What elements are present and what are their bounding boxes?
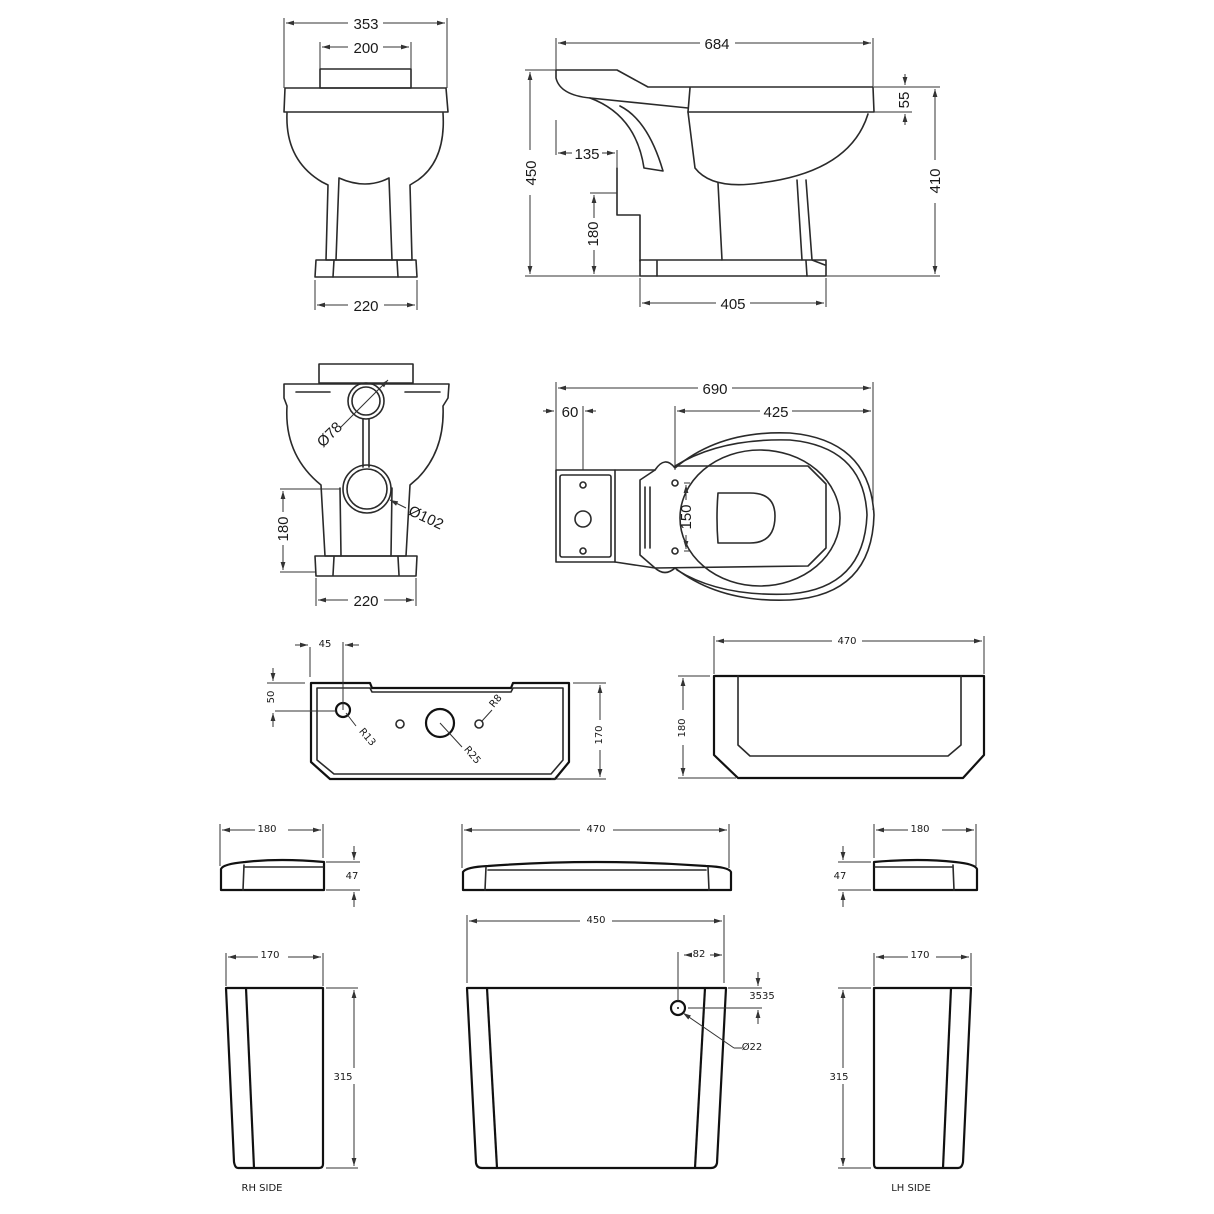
caption-rh-side: RH SIDE xyxy=(242,1183,283,1194)
dim-lever-diameter: Ø22 xyxy=(742,1041,763,1053)
dim-fixing-radius: R8 xyxy=(488,693,505,710)
dim-lever-offset: 82 xyxy=(693,949,706,960)
dim-overall-height: 450 xyxy=(523,160,540,185)
dim-lid-lh-height: 47 xyxy=(834,871,847,882)
side-elevation-view: 684 450 135 180 55 xyxy=(523,36,944,313)
front-elevation-view: 353 200 220 xyxy=(283,16,449,315)
dim-outlet-height: 180 xyxy=(585,221,602,246)
dim-overall-width: 353 xyxy=(353,16,378,33)
caption-lh-side: LH SIDE xyxy=(891,1183,931,1194)
rear-elevation-view: Ø78 Ø102 180 220 xyxy=(275,363,450,610)
dim-rear-outlet-height: 180 xyxy=(275,516,292,541)
dim-lid-rh-depth: 180 xyxy=(257,824,276,835)
cistern-lh-side-view: 170 315 LH SIDE xyxy=(829,950,973,1194)
plan-view: 690 60 425 150 xyxy=(543,381,875,602)
dim-cistern-lh-height: 315 xyxy=(829,1072,848,1083)
dim-plan-length: 690 xyxy=(702,381,727,398)
dim-lever-height: 3535 xyxy=(749,991,774,1002)
dim-base-width: 220 xyxy=(353,298,378,315)
dim-lid-rh-height: 47 xyxy=(346,871,359,882)
dim-cistern-rh-depth: 170 xyxy=(260,950,279,961)
lid-rh-side-view: 180 47 xyxy=(219,824,360,907)
dim-inlet-offset-y: 50 xyxy=(266,691,277,704)
dim-rim-thickness: 55 xyxy=(896,92,913,109)
dim-outlet-diameter: Ø102 xyxy=(406,502,446,533)
dim-cistern-top-width: 470 xyxy=(837,636,856,647)
dim-fixing-centres: 150 xyxy=(678,504,695,529)
cistern-base-plan-view: 45 50 R13 R25 R8 170 xyxy=(266,639,606,781)
dim-lid-width: 470 xyxy=(586,824,605,835)
lid-lh-side-view: 180 47 xyxy=(834,824,979,907)
dim-fixing-to-front: 425 xyxy=(763,404,788,421)
dim-lid-lh-depth: 180 xyxy=(910,824,929,835)
dim-outlet-radius: R25 xyxy=(461,744,482,766)
dim-cistern-rh-height: 315 xyxy=(333,1072,352,1083)
dim-cistern-depth: 170 xyxy=(594,725,605,744)
cistern-rh-side-view: 170 315 RH SIDE xyxy=(224,950,358,1194)
dim-outlet-offset: 135 xyxy=(574,146,599,163)
dim-cistern-offset: 60 xyxy=(562,404,579,421)
dim-rim-height: 410 xyxy=(927,168,944,193)
dim-inlet-offset-x: 45 xyxy=(319,639,332,650)
dim-inlet-diameter: Ø78 xyxy=(314,419,346,451)
dim-inlet-radius: R13 xyxy=(356,726,377,748)
dim-cistern-top-depth: 180 xyxy=(677,718,688,737)
dim-cistern-front-width: 450 xyxy=(586,915,605,926)
dim-base-length: 405 xyxy=(720,296,745,313)
cistern-top-plan-view: 470 180 xyxy=(677,636,986,780)
dim-rear-base-width: 220 xyxy=(353,593,378,610)
lid-front-view: 470 xyxy=(461,824,733,892)
dim-overall-length: 684 xyxy=(704,36,729,53)
dim-cistern-width: 200 xyxy=(353,40,378,57)
dim-cistern-lh-depth: 170 xyxy=(910,950,929,961)
cistern-front-view: 450 82 3535 Ø22 xyxy=(465,915,775,1170)
